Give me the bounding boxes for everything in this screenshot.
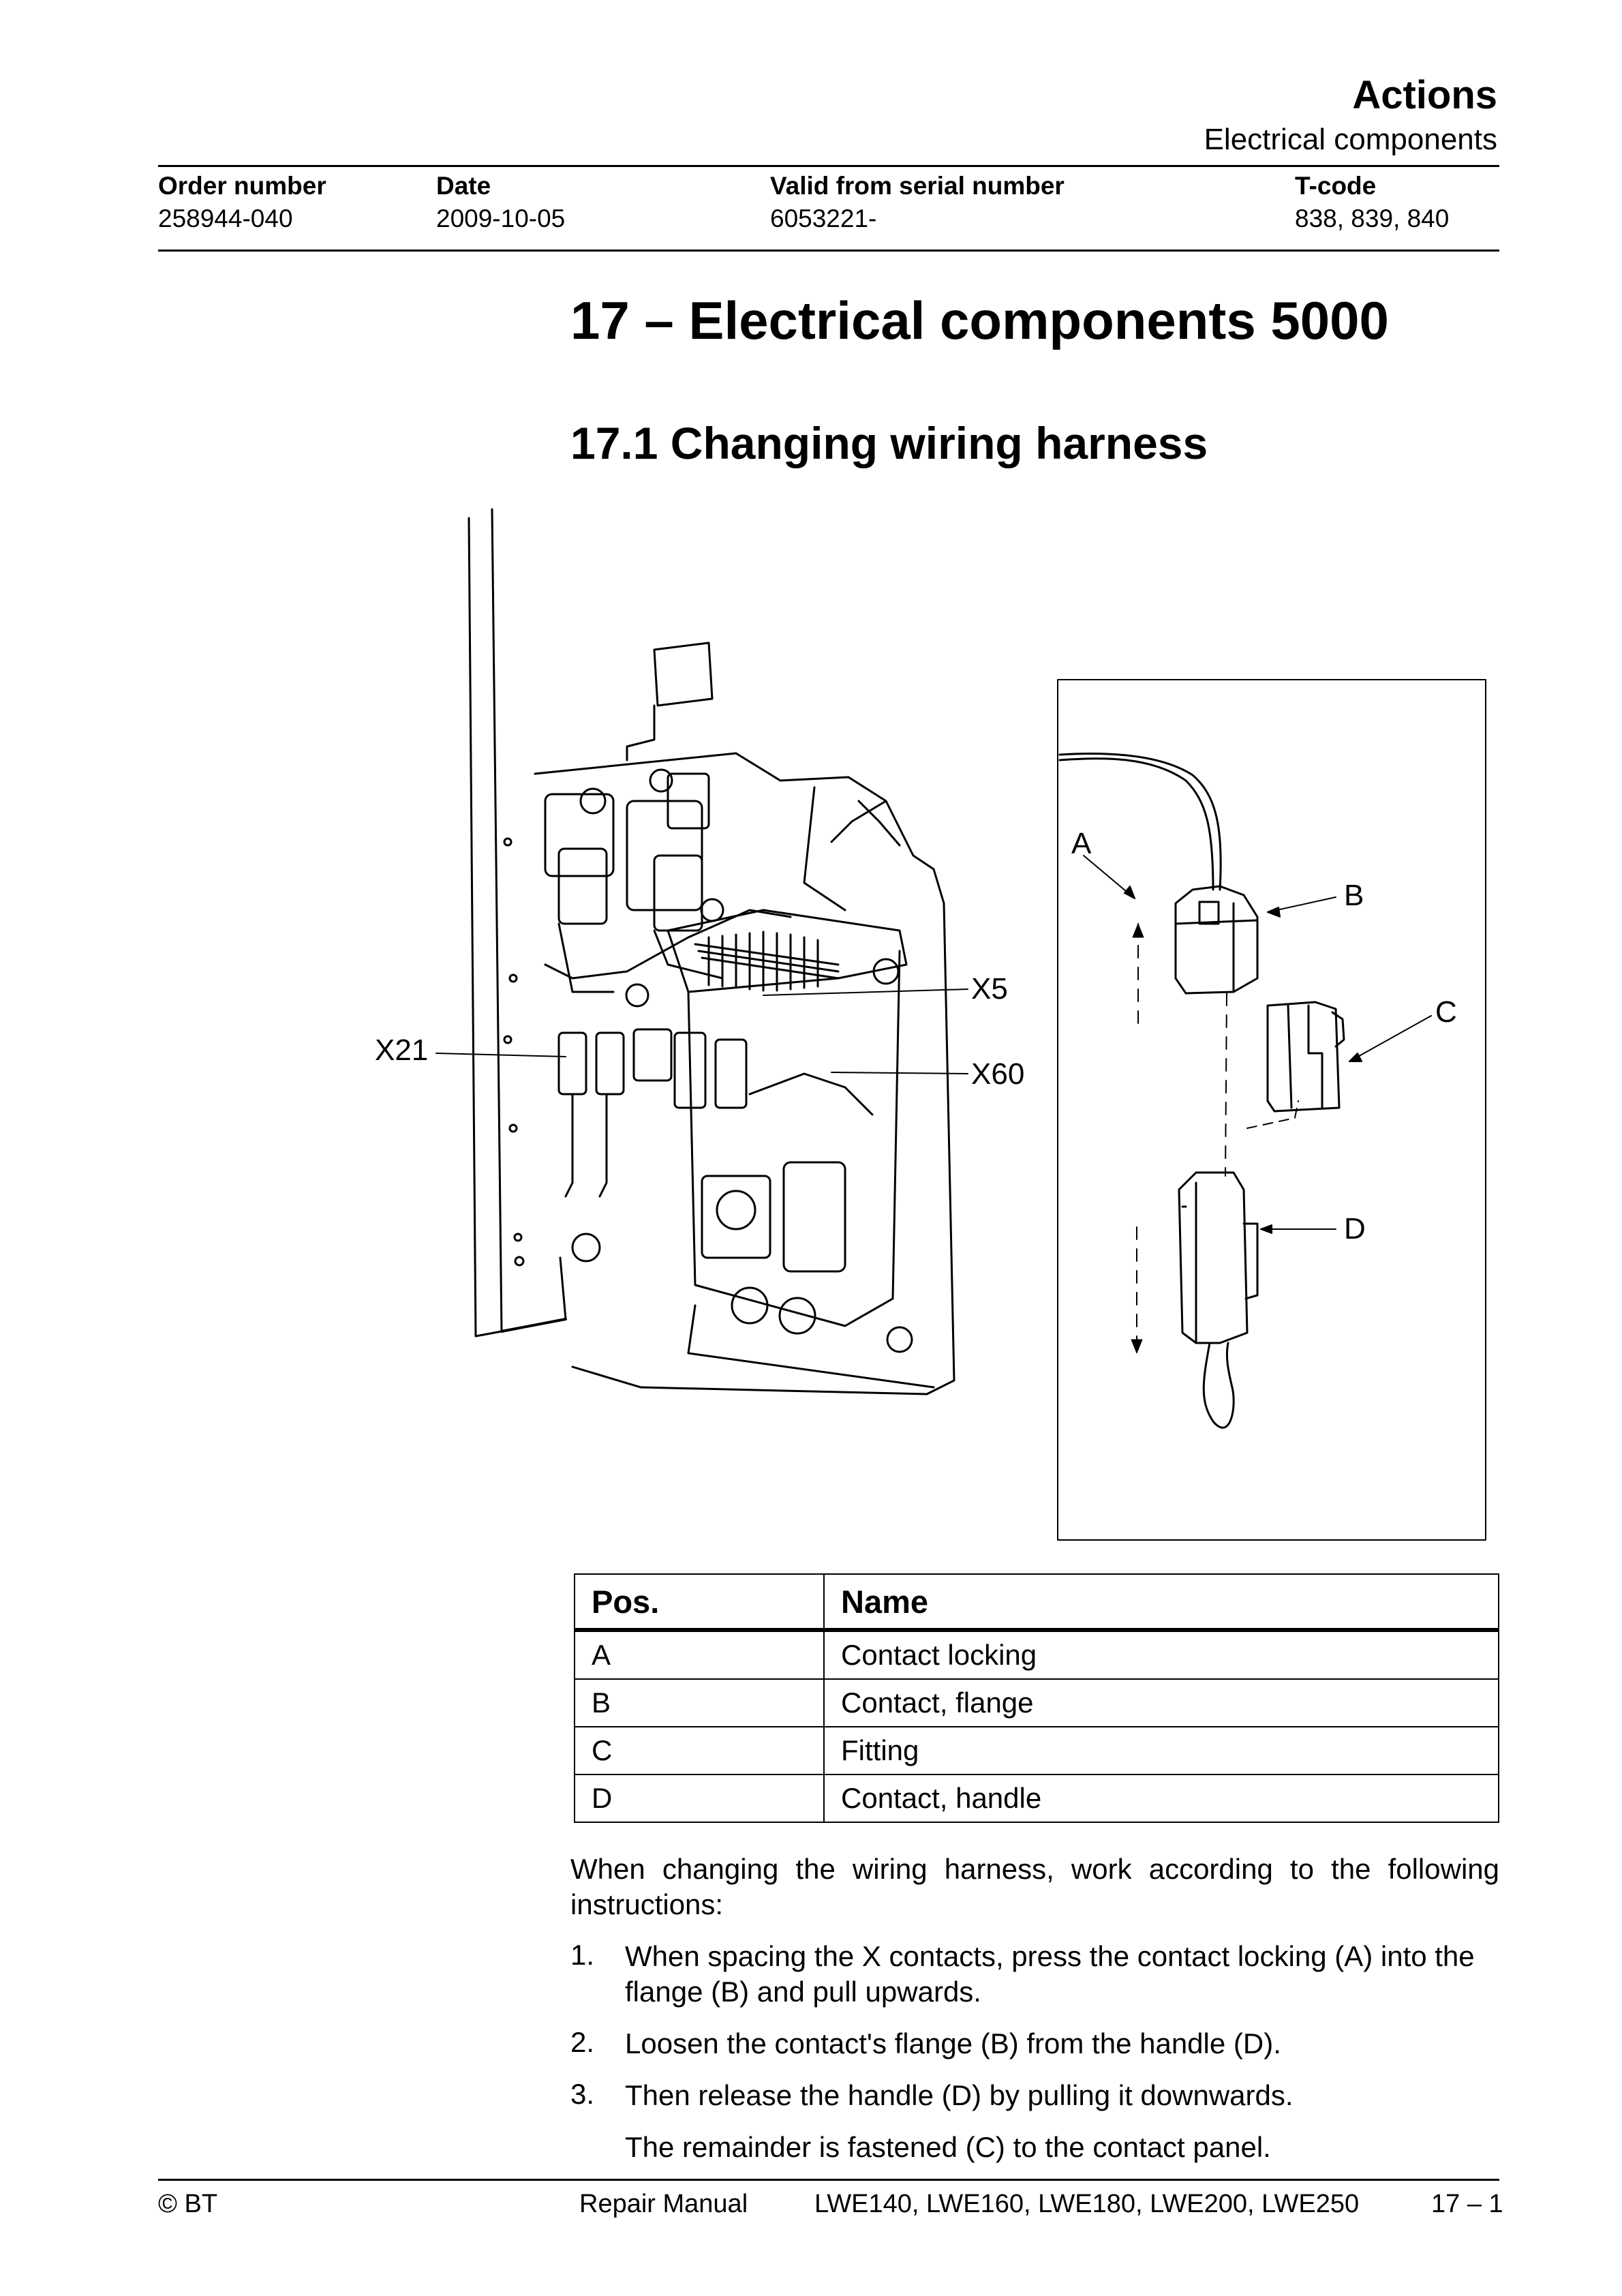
table-header-row: Pos. Name — [574, 1573, 1499, 1632]
table-row: C Fitting — [574, 1726, 1499, 1775]
order-number-label: Order number — [158, 172, 326, 200]
step-3-number: 3. — [570, 2078, 595, 2110]
header-rule-top — [158, 165, 1499, 167]
label-x5: X5 — [971, 972, 1008, 1006]
mounting-plate-drawing — [534, 752, 955, 1395]
valve-block-drawing — [544, 768, 724, 993]
bracket-drawing — [626, 641, 714, 761]
footer-manual: Repair Manual — [579, 2190, 748, 2218]
frame-post-drawing — [468, 508, 567, 1338]
step-1-text: When spacing the X contacts, press the c… — [625, 1940, 1475, 2008]
footer-models: LWE140, LWE160, LWE180, LWE200, LWE250 — [814, 2190, 1360, 2218]
label-d: D — [1344, 1212, 1366, 1245]
connectors-drawing — [544, 909, 792, 1198]
section-title: 17.1 Changing wiring harness — [570, 418, 1208, 468]
footer-copyright: © BT — [158, 2190, 218, 2218]
intro-paragraph: When changing the wiring harness, work a… — [570, 1853, 1499, 1920]
connector-detail-inset — [1057, 679, 1486, 1541]
header-name: Name — [823, 1573, 1499, 1632]
step-1-number: 1. — [570, 1939, 595, 1971]
controller-box-drawing — [571, 898, 935, 1389]
step-3-text: Then release the handle (D) by pulling i… — [625, 2079, 1294, 2111]
footer-rule — [158, 2179, 1499, 2181]
chapter-title: 17 – Electrical components 5000 — [570, 290, 1389, 350]
row-name: Contact, handle — [823, 1774, 1499, 1823]
label-x60: X60 — [971, 1057, 1024, 1091]
note-text: The remainder is fastened (C) to the con… — [625, 2131, 1271, 2163]
row-name: Fitting — [823, 1726, 1499, 1775]
wiring-harness-figure: X21 X5 X60 A B C D — [375, 508, 1486, 1541]
table-row: D Contact, handle — [574, 1774, 1499, 1823]
date-label: Date — [436, 172, 491, 200]
inset-leader-lines — [1083, 855, 1432, 1234]
leader-lines — [435, 988, 968, 1074]
label-c: C — [1435, 995, 1457, 1029]
row-name: Contact, flange — [823, 1678, 1499, 1727]
label-b: B — [1344, 879, 1364, 912]
table-row: A Contact locking — [574, 1629, 1499, 1680]
position-table: Pos. Name A Contact locking B Contact, f… — [574, 1573, 1499, 1823]
header-pos: Pos. — [574, 1573, 825, 1632]
step-2-text: Loosen the contact's flange (B) from the… — [625, 2027, 1281, 2059]
order-number-value: 258944-040 — [158, 205, 293, 232]
step-2-number: 2. — [570, 2026, 595, 2058]
tcode-label: T-code — [1295, 172, 1377, 200]
header-rule-bottom — [158, 250, 1499, 252]
tcode-value: 838, 839, 840 — [1295, 205, 1450, 232]
label-a: A — [1071, 827, 1092, 860]
connector-detail-drawing — [1058, 753, 1345, 1429]
serial-label: Valid from serial number — [770, 172, 1065, 200]
header-subtitle: Electrical components — [1204, 123, 1497, 156]
label-x21: X21 — [375, 1033, 428, 1067]
row-name: Contact locking — [823, 1629, 1499, 1680]
table-row: B Contact, flange — [574, 1678, 1499, 1727]
row-pos: A — [574, 1629, 825, 1680]
serial-value: 6053221- — [770, 205, 877, 232]
header-title: Actions — [1352, 73, 1497, 117]
date-value: 2009-10-05 — [436, 205, 566, 232]
row-pos: C — [574, 1726, 825, 1775]
row-pos: B — [574, 1678, 825, 1727]
row-pos: D — [574, 1774, 825, 1823]
footer-page: 17 – 1 — [1431, 2190, 1503, 2218]
